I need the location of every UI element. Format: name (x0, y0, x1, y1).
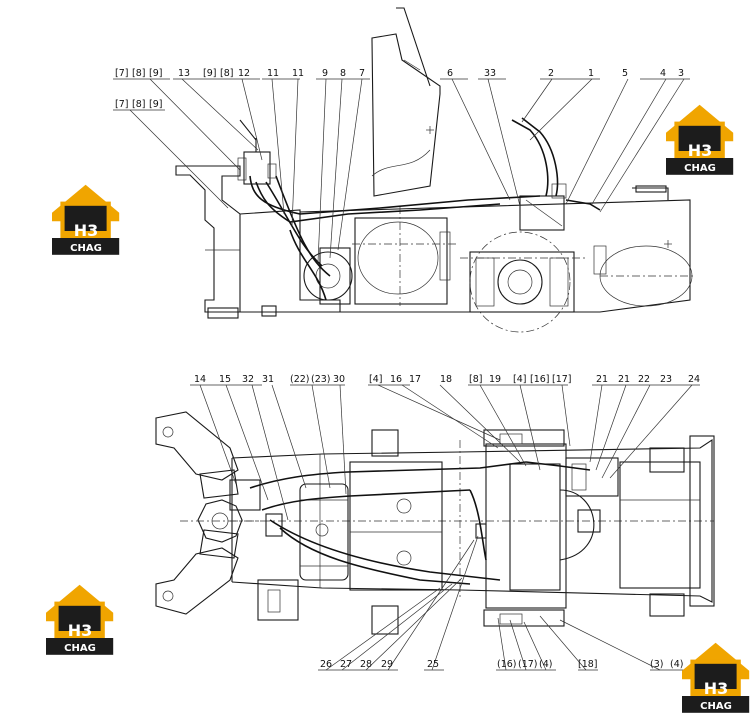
callout-label: 8 (340, 68, 346, 79)
callout-label: [9] (149, 99, 162, 110)
callout-label: [4] (513, 374, 526, 385)
svg-text:H3: H3 (74, 221, 99, 240)
brand-logo: H3 CHAG (46, 584, 114, 655)
brand-logo: H3 CHAG (52, 184, 120, 255)
callout-label: [8] (132, 68, 145, 79)
callout-label: 21 (596, 374, 608, 385)
callout-label: 11 (292, 68, 304, 79)
callout-label: 22 (638, 374, 650, 385)
callout-label: 18 (440, 374, 452, 385)
callout-label: 5 (622, 68, 628, 79)
callout-label: 29 (381, 659, 393, 670)
callout-label: [16] (530, 374, 550, 385)
callout-label: [8] (132, 99, 145, 110)
callout-label: [18] (578, 659, 598, 670)
callout-label: [4] (369, 374, 382, 385)
svg-text:CHAG: CHAG (70, 243, 102, 254)
callout-label: 23 (660, 374, 672, 385)
callout-label: (4) (670, 659, 683, 670)
callout-label: [9] (203, 68, 216, 79)
callout-label: 9 (322, 68, 328, 79)
callout-label: [8] (220, 68, 233, 79)
callout-label: [8] (469, 374, 482, 385)
svg-text:H3: H3 (68, 621, 93, 640)
callout-label: [7] (115, 68, 128, 79)
callout-label: 17 (409, 374, 421, 385)
callout-label: 3 (678, 68, 684, 79)
callout-label: 21 (618, 374, 630, 385)
callout-label: 31 (262, 374, 274, 385)
callout-label: 16 (390, 374, 402, 385)
callout-label: 25 (427, 659, 439, 670)
bottom-view (155, 384, 715, 671)
callout-label: 26 (320, 659, 332, 670)
callout-label: 6 (447, 68, 453, 79)
callout-label: 4 (660, 68, 666, 79)
callout-label: 11 (267, 68, 279, 79)
callout-label: 13 (178, 68, 190, 79)
callout-label: (17) (518, 659, 538, 670)
svg-text:H3: H3 (704, 679, 729, 698)
callout-label: 12 (238, 68, 250, 79)
callout-label: 27 (340, 659, 352, 670)
callout-label: 15 (219, 374, 231, 385)
brand-logo: H3 CHAG (666, 104, 734, 175)
callout-label: 19 (489, 374, 501, 385)
callout-label: (16) (497, 659, 517, 670)
svg-text:CHAG: CHAG (64, 643, 96, 654)
callout-label: 2 (548, 68, 554, 79)
callout-label: 1 (588, 68, 594, 79)
top-view-labels: [7] [8] [9] 13 [9] [8] 12 11 11 9 8 7 6 … (115, 68, 684, 110)
top-view (113, 7, 694, 333)
callout-label: 32 (242, 374, 254, 385)
callout-label: 14 (194, 374, 206, 385)
callout-label: 24 (688, 374, 700, 385)
callout-label: (4) (539, 659, 552, 670)
svg-text:H3: H3 (688, 141, 713, 160)
brand-logo: H3 CHAG (682, 642, 750, 713)
bottom-view-labels: 14 15 32 31 (22) (23) 30 [4] 16 17 18 [8… (194, 374, 700, 670)
callout-label: (3) (650, 659, 663, 670)
callout-label: [7] (115, 99, 128, 110)
svg-text:CHAG: CHAG (684, 163, 716, 174)
callout-label: (23) (311, 374, 331, 385)
callout-label: 33 (484, 68, 496, 79)
callout-label: [17] (552, 374, 572, 385)
callout-label: 7 (359, 68, 365, 79)
callout-label: [9] (149, 68, 162, 79)
callout-label: (22) (290, 374, 310, 385)
callout-label: 30 (333, 374, 345, 385)
callout-label: 28 (360, 659, 372, 670)
svg-text:CHAG: CHAG (700, 701, 732, 712)
